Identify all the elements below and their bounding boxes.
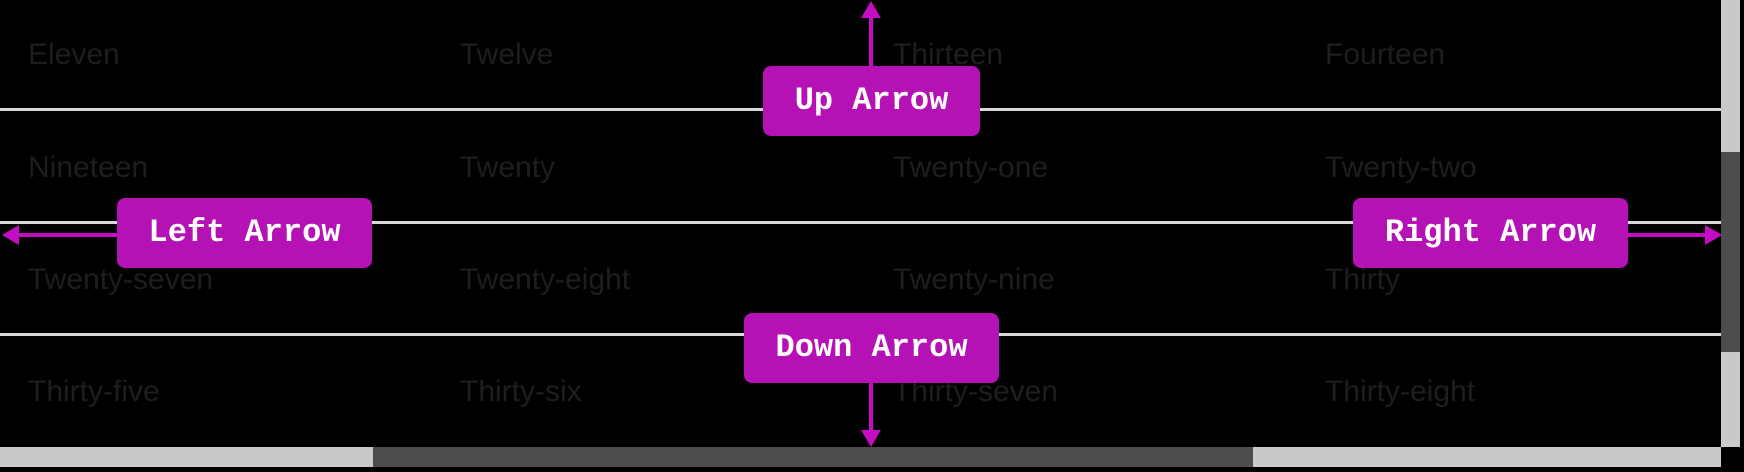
grid-cell: Twenty: [460, 151, 556, 184]
grid-cell: Thirty-six: [460, 375, 582, 408]
grid-cell: Thirty-five: [28, 375, 160, 408]
grid-cell: Twenty-two: [1325, 151, 1477, 184]
left-arrow-label: Left Arrow: [117, 198, 372, 268]
row-divider: [0, 221, 1721, 224]
grid-cell: Thirty-eight: [1325, 375, 1476, 408]
grid-cell: Nineteen: [28, 151, 149, 184]
grid-cell: Twenty-nine: [893, 263, 1055, 296]
grid-cell: Twenty-one: [893, 151, 1049, 184]
right-arrow-label: Right Arrow: [1353, 198, 1628, 268]
right-arrowhead-icon: [1705, 225, 1722, 245]
grid-cell: Fourteen: [1325, 38, 1446, 71]
grid-cell: Twenty-seven: [28, 263, 214, 296]
grid-cell: Eleven: [28, 38, 120, 71]
down-arrowhead-icon: [861, 430, 881, 447]
horizontal-scrollbar-thumb[interactable]: [373, 447, 1253, 467]
down-arrow-line: [869, 381, 873, 433]
right-arrow-line: [1626, 233, 1710, 237]
left-arrow-line: [12, 233, 118, 237]
down-arrow-label: Down Arrow: [744, 313, 999, 383]
left-arrowhead-icon: [2, 225, 19, 245]
grid-cell: Twenty-eight: [460, 263, 631, 296]
up-arrow-line: [869, 14, 873, 68]
up-arrowhead-icon: [861, 1, 881, 18]
grid-cell: Thirteen: [893, 38, 1004, 71]
up-arrow-label: Up Arrow: [763, 66, 980, 136]
grid-cell: Thirty: [1325, 263, 1400, 296]
vertical-scrollbar-thumb[interactable]: [1721, 152, 1740, 352]
grid-cell: Twelve: [460, 38, 554, 71]
